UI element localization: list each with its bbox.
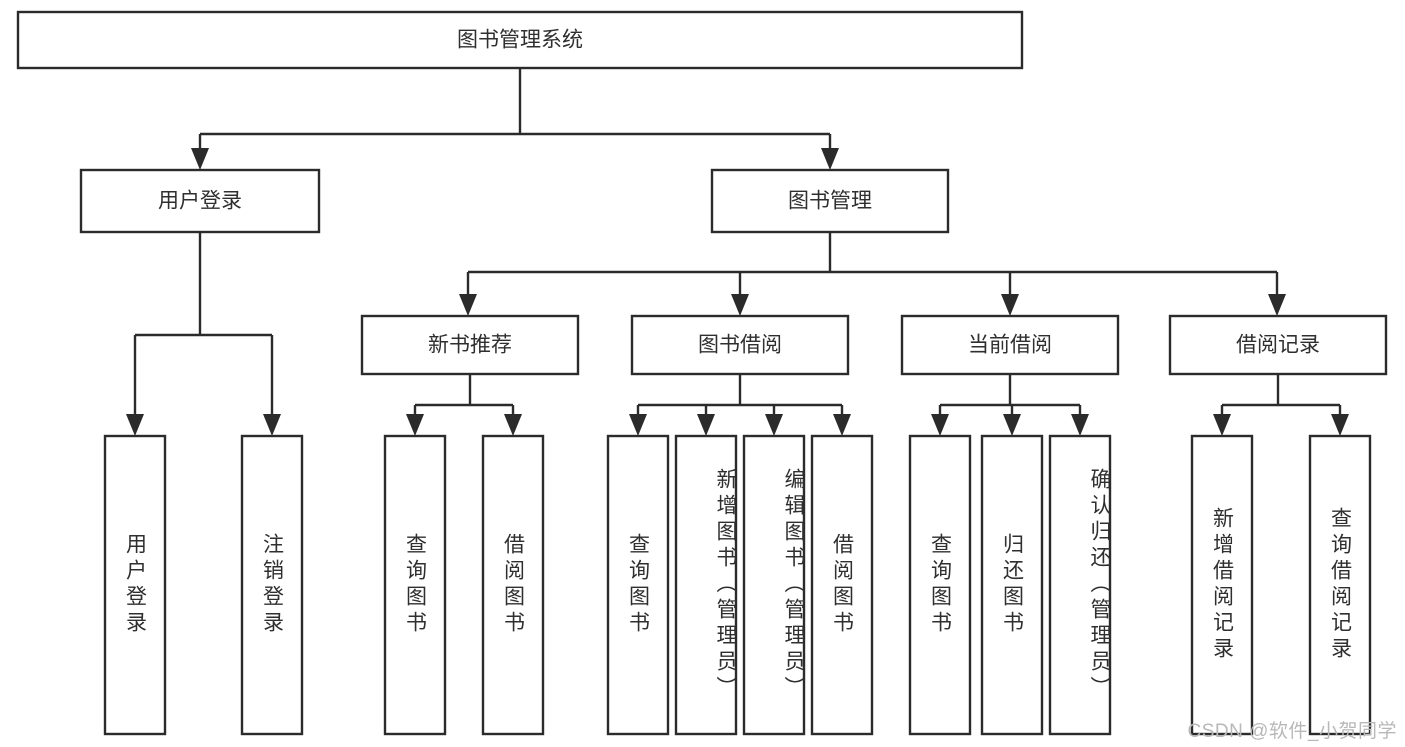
edge-borrow-to-leaves-arrow-0 bbox=[629, 414, 647, 436]
edge-current-to-leaves-arrow-2 bbox=[1071, 414, 1089, 436]
edge-record-to-leaves-arrow-1 bbox=[1331, 414, 1349, 436]
node-root-system[interactable]: 图书管理系统 bbox=[16, 10, 1024, 70]
node-root-system-label: 图书管理系统 bbox=[457, 29, 583, 52]
node-user-login[interactable]: 用户登录 bbox=[79, 168, 321, 234]
edge-userlogin-to-leaves-arrow-1 bbox=[263, 414, 281, 436]
node-book-management-rect[interactable] bbox=[710, 168, 950, 234]
node-book-borrow[interactable]: 图书借阅 bbox=[630, 314, 850, 376]
node-book-management-label: 图书管理 bbox=[788, 190, 872, 213]
node-leaf-user-login-rect[interactable] bbox=[103, 434, 167, 736]
node-leaf-borrow-book-2-rect[interactable] bbox=[810, 434, 874, 736]
node-leaf-borrow-book-1-rect[interactable] bbox=[481, 434, 545, 736]
edge-recommend-to-leaves-arrow-0 bbox=[406, 414, 424, 436]
node-leaf-logout-rect[interactable] bbox=[240, 434, 304, 736]
node-book-borrow-rect[interactable] bbox=[630, 314, 850, 376]
node-book-management[interactable]: 图书管理 bbox=[710, 168, 950, 234]
node-new-book-recommend-rect[interactable] bbox=[360, 314, 580, 376]
node-borrow-record[interactable]: 借阅记录 bbox=[1168, 314, 1388, 376]
node-user-login-label: 用户登录 bbox=[158, 190, 242, 213]
node-book-borrow-label: 图书借阅 bbox=[698, 334, 782, 357]
node-leaf-query-book-3-rect[interactable] bbox=[908, 434, 972, 736]
node-root-system-rect[interactable] bbox=[16, 10, 1024, 70]
edge-borrow-to-leaves-arrow-3 bbox=[833, 414, 851, 436]
node-leaf-confirm-return-admin-rect[interactable] bbox=[1048, 434, 1112, 736]
edge-recommend-to-leaves-arrow-1 bbox=[504, 414, 522, 436]
edge-root-to-level2-arrow-1 bbox=[821, 148, 839, 170]
edge-borrow-to-leaves-arrow-2 bbox=[765, 414, 783, 436]
edge-userlogin-to-leaves-arrow-0 bbox=[126, 414, 144, 436]
node-leaf-edit-book-admin-rect[interactable] bbox=[742, 434, 806, 736]
edge-record-to-leaves-arrow-0 bbox=[1213, 414, 1231, 436]
edge-borrow-to-leaves-arrow-1 bbox=[697, 414, 715, 436]
node-borrow-record-label: 借阅记录 bbox=[1236, 334, 1320, 357]
node-leaf-add-borrow-record-rect[interactable] bbox=[1190, 434, 1254, 736]
edge-root-to-level2-arrow-0 bbox=[191, 148, 209, 170]
node-user-login-rect[interactable] bbox=[79, 168, 321, 234]
csdn-watermark: CSDN @软件_小贺同学 bbox=[1187, 721, 1397, 742]
edge-current-to-leaves-arrow-0 bbox=[931, 414, 949, 436]
edge-current-to-leaves-arrow-1 bbox=[1003, 414, 1021, 436]
node-leaf-query-book-2-rect[interactable] bbox=[606, 434, 670, 736]
node-leaf-return-book-rect[interactable] bbox=[980, 434, 1044, 736]
connector-lines-layer bbox=[126, 68, 1349, 436]
edge-bookmgmt-to-level3-arrow-3 bbox=[1268, 294, 1286, 316]
node-current-borrow-rect[interactable] bbox=[900, 314, 1120, 376]
node-new-book-recommend[interactable]: 新书推荐 bbox=[360, 314, 580, 376]
node-borrow-record-rect[interactable] bbox=[1168, 314, 1388, 376]
node-leaf-query-book-1-rect[interactable] bbox=[383, 434, 447, 736]
node-current-borrow-label: 当前借阅 bbox=[968, 334, 1052, 357]
edge-bookmgmt-to-level3-arrow-1 bbox=[731, 294, 749, 316]
node-leaf-query-borrow-record-rect[interactable] bbox=[1308, 434, 1372, 736]
edge-bookmgmt-to-level3-arrow-2 bbox=[1001, 294, 1019, 316]
node-leaf-add-book-admin-rect[interactable] bbox=[674, 434, 738, 736]
node-new-book-recommend-label: 新书推荐 bbox=[428, 334, 512, 357]
edge-bookmgmt-to-level3-arrow-0 bbox=[459, 294, 477, 316]
node-current-borrow[interactable]: 当前借阅 bbox=[900, 314, 1120, 376]
